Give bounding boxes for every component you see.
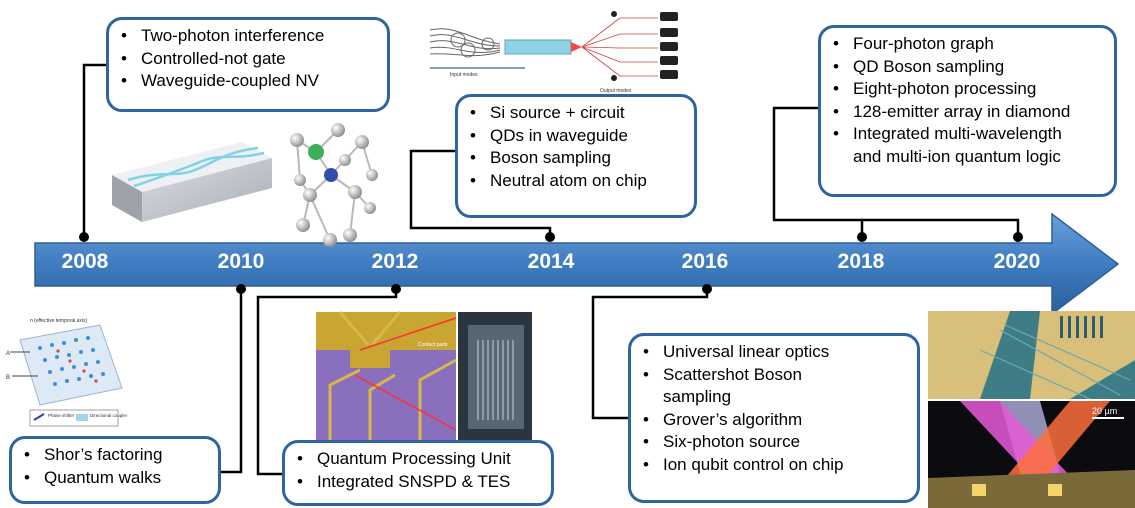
milestone-item: Controlled-not gate [119,48,379,71]
milestone-item: Two-photon interference [119,25,379,48]
milestone-item: Integrated SNSPD & TES [295,471,543,494]
milestone-item: Grover’s algorithm [641,409,909,432]
milestone-item: Ion qubit control on chip [641,454,909,477]
milestone-item: Universal linear optics [641,341,909,364]
milestone-item: Quantum walks [22,467,210,490]
milestone-item: Four-photon graph [831,33,1106,56]
milestone-item: Quantum Processing Unit [295,448,543,471]
year-label: 2020 [993,250,1041,273]
year-label: 2008 [61,250,109,273]
year-label: 2018 [837,250,885,273]
connector-dots-bottom [236,284,712,294]
milestone-box-2014: Si source + circuit QDs in waveguide Bos… [455,94,697,218]
milestone-item: Eight-photon processing [831,78,1106,101]
ion-laser-beams-image: 20 µm [928,401,1135,508]
contact-pads-label: Contact pads [418,342,448,348]
milestone-item: Waveguide-coupled NV [119,70,379,93]
quantum-walk-array-image: n (effective temporal axis) A B Phase sh… [0,300,128,432]
milestone-item-continued: and multi-ion quantum logic [853,146,1061,166]
milestone-item: Neutral atom on chip [468,170,686,193]
timeline-arrow [34,212,1120,316]
milestone-box-2010: Shor’s factoring Quantum walks [9,436,221,504]
scale-bar-label: 20 µm [1092,406,1117,416]
phase-shifter-label: Phase shifter [48,413,75,418]
ion-trap-chip-image [928,311,1135,400]
milestone-item: Si source + circuit [468,102,686,125]
boson-sampling-setup-image: Input modes [429,11,678,94]
year-label: 2014 [527,250,575,273]
svg-text:A: A [6,351,10,357]
year-label: 2016 [681,250,729,273]
input-modes-label: Input modes [450,72,478,78]
milestone-item: QDs in waveguide [468,125,686,148]
nv-lattice-image [290,123,378,247]
qpu-detector-image: Contact pads [316,311,532,440]
milestone-item: Scattershot Boson [641,364,909,387]
milestone-item-continued: sampling [663,387,732,406]
milestone-item: 128-emitter array in diamond [831,101,1106,124]
waveguide-chip-image [112,142,272,222]
year-label: 2012 [371,250,419,273]
output-modes-label: Output modes [600,88,632,94]
temporal-axis-label: n (effective temporal axis) [30,318,87,324]
connectors-top [82,63,1020,237]
connector-dots-top [79,232,1023,242]
year-label: 2010 [217,250,265,273]
milestone-box-2018-2020: Four-photon graph QD Boson sampling Eigh… [818,25,1117,197]
milestone-box-2008: Two-photon interference Controlled-not g… [106,17,390,112]
milestone-box-2016: Universal linear optics Scattershot Boso… [628,333,920,503]
svg-text:B: B [6,375,10,381]
milestone-item: QD Boson sampling [831,56,1106,79]
milestone-box-2012: Quantum Processing Unit Integrated SNSPD… [282,440,554,506]
milestone-item: Boson sampling [468,147,686,170]
directional-coupler-label: Directional coupler [90,413,128,418]
milestone-item: Six-photon source [641,431,909,454]
milestone-item: Shor’s factoring [22,444,210,467]
milestone-item: Integrated multi-wavelength [831,123,1106,146]
